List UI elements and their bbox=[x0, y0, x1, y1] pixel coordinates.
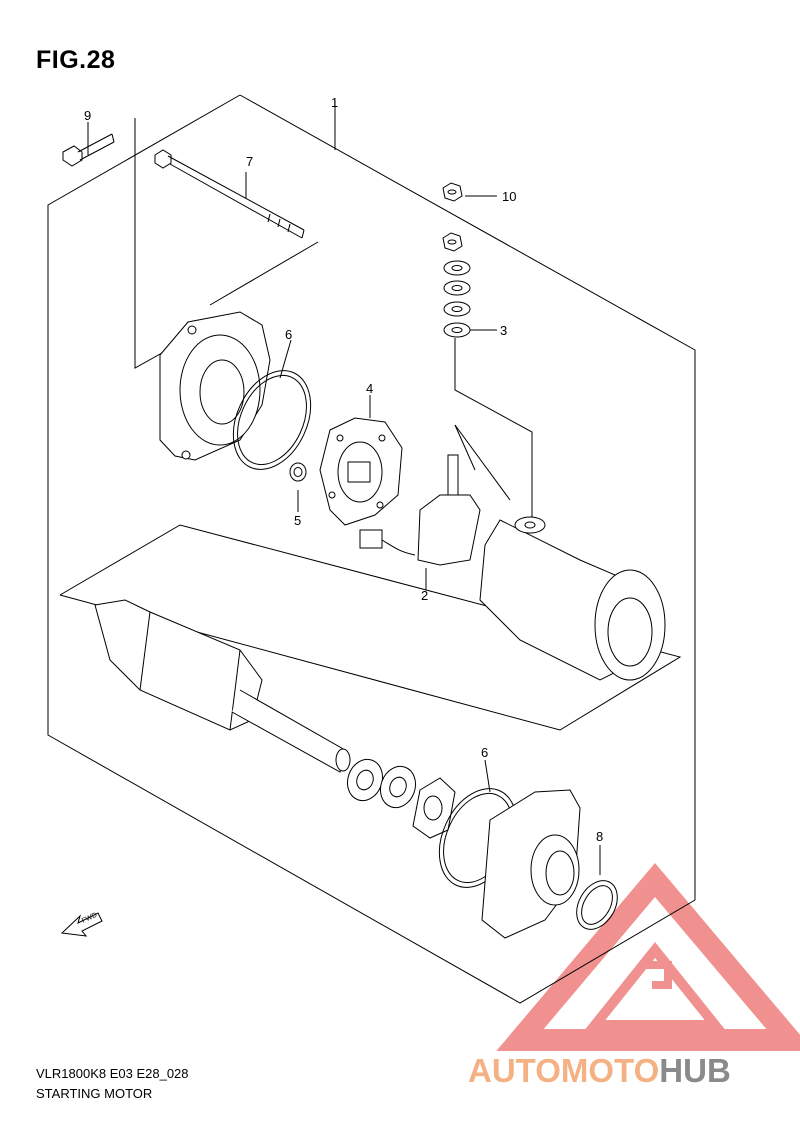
ref-label: 5 bbox=[294, 513, 301, 528]
watermark-text: AUTOMOTOHUB bbox=[468, 1052, 731, 1090]
watermark-text-primary: AUTOMOTO bbox=[468, 1052, 660, 1089]
watermark-logo bbox=[496, 862, 800, 1051]
ref-label: 6 bbox=[481, 745, 488, 760]
figure-code: VLR1800K8 E03 E28_028 bbox=[36, 1066, 189, 1081]
shaft-washers bbox=[346, 758, 456, 839]
ref-label: 8 bbox=[596, 829, 603, 844]
bolt-9 bbox=[62, 133, 115, 167]
watermark-text-secondary: HUB bbox=[659, 1052, 731, 1089]
ref-label: 4 bbox=[366, 381, 373, 396]
brush-plate-4 bbox=[319, 417, 403, 526]
armature bbox=[94, 599, 351, 773]
rear-cover bbox=[159, 311, 271, 461]
o-ring-6-top bbox=[232, 370, 312, 470]
washers-3 bbox=[443, 260, 471, 338]
yoke-housing bbox=[479, 516, 666, 681]
figure-title: FIG.28 bbox=[36, 46, 116, 74]
o-ring-8 bbox=[576, 880, 618, 930]
long-bolt-7 bbox=[154, 149, 305, 239]
fwd-arrow-icon: FWD bbox=[60, 912, 103, 937]
ref-label: 9 bbox=[84, 108, 91, 123]
assembly-outline bbox=[47, 94, 696, 1004]
ref-label: 3 bbox=[500, 323, 507, 338]
ref-label: 6 bbox=[285, 327, 292, 342]
ref-label: 10 bbox=[502, 189, 516, 204]
nut-10 bbox=[442, 182, 463, 252]
ref-label: 1 bbox=[331, 95, 338, 110]
ref-label: 7 bbox=[246, 154, 253, 169]
guide-lines bbox=[59, 118, 682, 875]
figure-description: STARTING MOTOR bbox=[36, 1086, 153, 1101]
bushing-5 bbox=[289, 462, 307, 482]
ref-label: 2 bbox=[421, 588, 428, 603]
brush-set-2 bbox=[359, 454, 481, 566]
front-cover bbox=[481, 789, 581, 939]
